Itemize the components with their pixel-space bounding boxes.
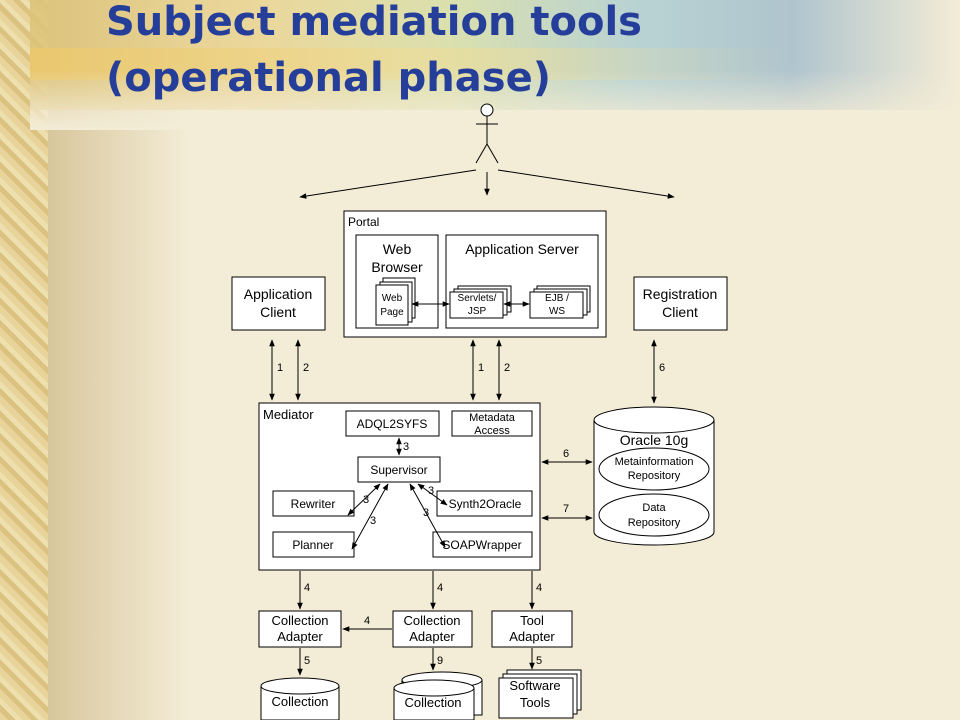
num-oracle-data: 7 [563, 503, 569, 515]
application-client-box [231, 276, 326, 331]
web-page-label-2: Page [380, 307, 404, 318]
registration-client-label-1: Registration [643, 286, 718, 302]
header-decoration-fade [30, 70, 960, 130]
slide-title-line-2: (operational phase) [106, 55, 551, 101]
collection-2-label: Collection [404, 695, 461, 710]
num-sup-synth: 3 [428, 485, 434, 497]
supervisor-soap-arrow [409, 483, 446, 548]
num-tool-store: 5 [536, 655, 542, 667]
collection-adapter-1-label-2: Adapter [277, 629, 323, 644]
meta-repo-label-2: Repository [628, 470, 681, 482]
num-med-coll2: 4 [437, 582, 443, 594]
collection-adapter-2-box [392, 610, 473, 648]
num-adql-sup: 3 [403, 441, 409, 453]
planner-label: Planner [292, 538, 333, 552]
num-app-client-2: 2 [303, 362, 309, 374]
ejb-label-2: WS [549, 306, 565, 317]
planner-box [272, 531, 355, 558]
num-med-tool: 4 [536, 582, 542, 594]
mediator-label: Mediator [263, 407, 314, 422]
soapwrapper-label: SOAPWrapper [442, 538, 521, 552]
collection-adapter-2-label-2: Adapter [409, 629, 455, 644]
collection-cylinder-2-stack [393, 671, 483, 720]
oracle-label: Oracle 10g [620, 432, 688, 448]
num-sup-soap: 3 [423, 507, 429, 519]
user-arrow-left [299, 169, 477, 199]
servlets-label-2: JSP [468, 306, 487, 317]
tool-adapter-label-1: Tool [520, 613, 544, 628]
num-oracle-meta: 6 [563, 448, 569, 460]
registration-client-box [633, 276, 728, 331]
num-app-client-1: 1 [277, 362, 283, 374]
software-tools-label-1: Software [509, 678, 560, 693]
metainformation-repository [598, 447, 710, 491]
slide-title-line-1: Subject mediation tools [106, 0, 642, 45]
data-repository [598, 493, 710, 537]
servlets-label-1: Servlets/ [458, 293, 497, 304]
supervisor-box [357, 456, 441, 483]
software-tools-stack [498, 669, 582, 719]
adql2syfs-box [345, 410, 440, 437]
num-portal-2: 2 [504, 362, 510, 374]
tool-adapter-label-2: Adapter [509, 629, 555, 644]
num-sup-rewriter: 3 [363, 494, 369, 506]
num-coll2-coll1: 4 [364, 615, 370, 627]
application-client-label-1: Application [244, 286, 313, 302]
data-repo-label-2: Repository [628, 517, 681, 529]
supervisor-label: Supervisor [370, 463, 427, 477]
web-browser-label-1: Web [383, 241, 412, 257]
collection-cylinder-1 [260, 677, 340, 720]
collection-adapter-2-label-1: Collection [403, 613, 460, 628]
user-icon [475, 103, 499, 164]
metadata-access-label-1: Metadata [469, 412, 516, 424]
num-coll1-store: 5 [304, 655, 310, 667]
metadata-access-box [451, 410, 533, 437]
num-portal-1: 1 [478, 362, 484, 374]
ejb-stack [529, 285, 591, 319]
collection-adapter-1-box [258, 610, 342, 648]
user-arrow-right [497, 169, 675, 199]
portal-label: Portal [348, 215, 379, 229]
collection-adapter-1-label-1: Collection [271, 613, 328, 628]
supervisor-planner-arrow [351, 483, 389, 550]
num-sup-planner: 3 [370, 515, 376, 527]
tool-adapter-box [491, 610, 573, 648]
ejb-label-1: EJB / [545, 293, 569, 304]
software-tools-label-2: Tools [520, 695, 551, 710]
collection-1-label: Collection [271, 694, 328, 709]
app-server-label: Application Server [465, 241, 579, 257]
metadata-access-label-2: Access [474, 425, 510, 437]
num-reg-client: 6 [659, 362, 665, 374]
rewriter-label: Rewriter [291, 497, 336, 511]
meta-repo-label-1: Metainformation [615, 456, 694, 468]
application-client-label-2: Client [260, 304, 296, 320]
soapwrapper-box [432, 531, 533, 558]
synth2oracle-label: Synth2Oracle [449, 497, 522, 511]
num-coll2-store: 9 [437, 655, 443, 667]
web-browser-label-2: Browser [371, 259, 423, 275]
adql2syfs-label: ADQL2SYFS [357, 417, 428, 431]
servlets-stack [449, 285, 512, 319]
registration-client-label-2: Client [662, 304, 698, 320]
data-repo-label-1: Data [642, 502, 666, 514]
num-med-coll1: 4 [304, 582, 310, 594]
web-page-label-1: Web [382, 293, 403, 304]
synth2oracle-box [436, 490, 533, 517]
rewriter-box [272, 490, 355, 517]
